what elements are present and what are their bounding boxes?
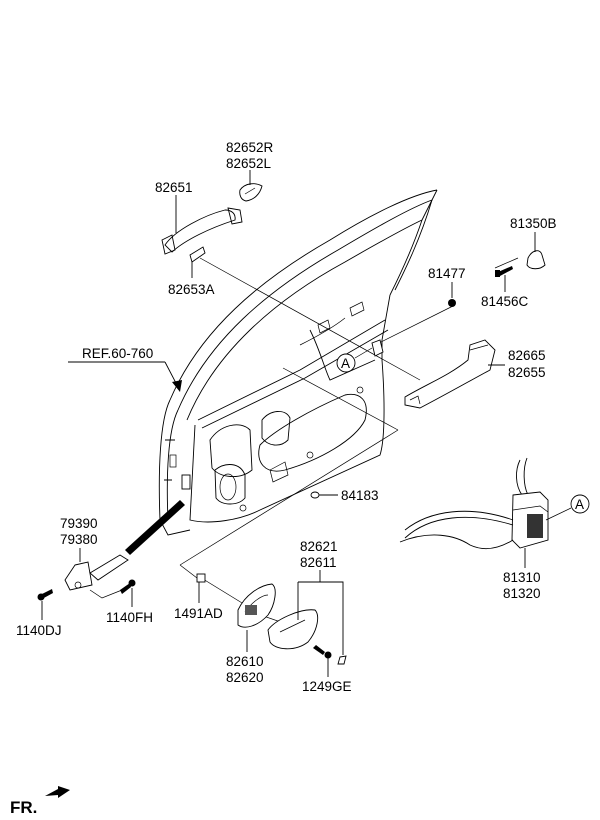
label-1491ad: 1491AD xyxy=(174,606,223,621)
label-82651: 82651 xyxy=(155,180,193,195)
bolt-1140fh xyxy=(120,579,136,607)
plug-84183 xyxy=(310,491,338,499)
door-checker xyxy=(64,548,129,599)
label-82611: 82611 xyxy=(300,555,337,570)
label-84183: 84183 xyxy=(341,488,379,503)
label-ref: REF.60-760 xyxy=(82,346,153,361)
handle-gasket xyxy=(189,246,206,278)
label-82652l: 82652L xyxy=(226,156,272,171)
striker xyxy=(526,232,546,270)
leader-lines xyxy=(179,257,519,629)
inside-handle xyxy=(267,570,347,665)
label-82652r: 82652R xyxy=(226,140,274,155)
label-fr: FR. xyxy=(10,798,37,817)
inside-handle-housing xyxy=(237,583,276,652)
label-82653a: 82653A xyxy=(168,282,215,297)
label-1140fh: 1140FH xyxy=(106,610,153,625)
label-81350b: 81350B xyxy=(510,216,557,231)
label-1140dj: 1140DJ xyxy=(16,623,62,638)
label-82620: 82620 xyxy=(226,670,264,685)
callout-a-door: A xyxy=(336,339,384,373)
outside-door-handle xyxy=(161,195,243,255)
label-79380: 79380 xyxy=(60,532,98,547)
front-direction-marker xyxy=(45,786,70,798)
handle-cover xyxy=(239,170,263,202)
label-82621: 82621 xyxy=(300,539,338,554)
label-82655: 82655 xyxy=(508,365,546,380)
screw-1249ge xyxy=(313,645,332,677)
bolt-81477 xyxy=(448,282,456,307)
part-labels: 82652R 82652L 82651 82653A 81350B 81477 … xyxy=(10,140,557,817)
callout-a-label: A xyxy=(341,356,350,371)
nut-1491ad xyxy=(196,573,206,603)
reference-callout xyxy=(68,361,182,392)
screw-81456c xyxy=(495,266,513,292)
label-81456c: 81456C xyxy=(481,294,529,309)
label-82665: 82665 xyxy=(508,348,546,363)
label-81320: 81320 xyxy=(503,586,541,601)
outside-handle-frame xyxy=(404,339,505,409)
label-81477: 81477 xyxy=(428,266,466,281)
label-82610: 82610 xyxy=(226,654,264,669)
bolt-1140dj xyxy=(37,589,53,620)
callout-a-latch-label: A xyxy=(575,497,584,512)
label-79390: 79390 xyxy=(60,516,98,531)
door-panel xyxy=(125,189,438,555)
label-81310: 81310 xyxy=(503,570,541,585)
door-latch: A xyxy=(399,457,590,568)
label-1249ge: 1249GE xyxy=(302,679,352,694)
